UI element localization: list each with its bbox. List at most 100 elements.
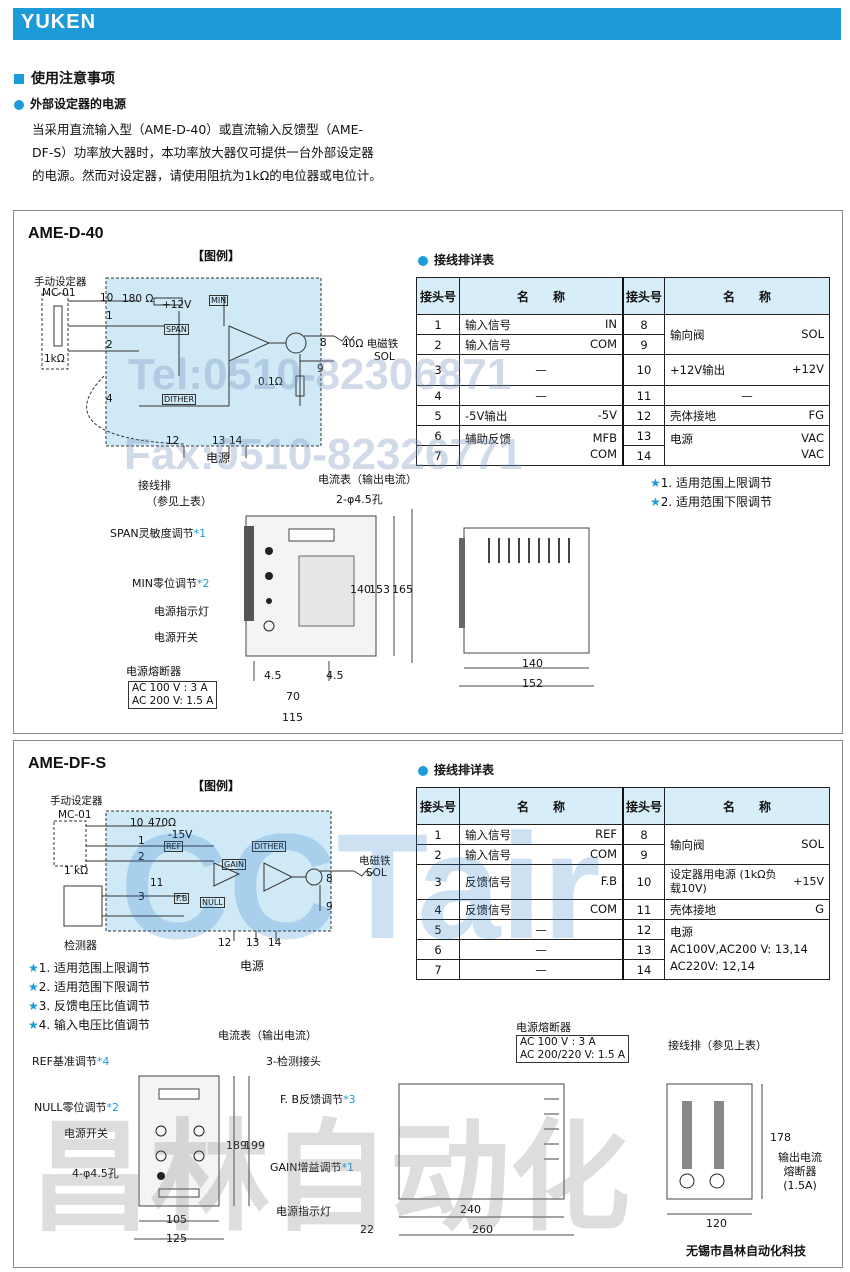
callout: NULL零位调节*2	[34, 1101, 120, 1114]
col-header: 接头号	[416, 277, 460, 315]
schem-label: 8	[320, 337, 327, 349]
callout: 电源开关	[154, 631, 198, 644]
schematic-box	[105, 277, 322, 447]
dim: 22	[360, 1223, 374, 1236]
callout: 电源开关	[64, 1127, 108, 1140]
schem-label: 3	[138, 891, 145, 903]
legend-label: 【图例】	[192, 779, 241, 793]
header-bar: YUKEN	[13, 8, 841, 40]
callout: MIN零位调节*2	[132, 577, 210, 590]
callout: 电源指示灯	[154, 605, 209, 618]
amplifier-symbol	[228, 325, 271, 362]
side-view-d40	[459, 527, 594, 687]
schem-label: 40Ω 电磁铁	[342, 338, 399, 350]
schem-label: SPAN	[164, 324, 189, 335]
callout: GAIN增益调节*1	[270, 1161, 355, 1174]
front-view-dfs	[134, 1075, 250, 1240]
schem-label: 1	[138, 835, 145, 847]
schem-label: 4	[106, 393, 113, 405]
dim: 189	[226, 1139, 247, 1152]
callout: 电源熔断器	[516, 1021, 571, 1034]
schem-label: 1 kΩ	[64, 865, 89, 877]
footer-company: 无锡市昌林自动化科技	[686, 1244, 807, 1258]
table-row: 4—11—	[416, 385, 830, 406]
fuse-holder-icon	[709, 1173, 725, 1189]
resistor-180	[153, 297, 183, 306]
schem-label: 1	[106, 310, 113, 322]
dim: 4.5	[326, 669, 344, 682]
schem-label: 检测器	[64, 939, 97, 952]
schem-label: NULL	[200, 897, 225, 908]
dim: 260	[472, 1223, 493, 1236]
schem-label: 180 Ω	[122, 293, 154, 305]
callout: 4-φ4.5孔	[72, 1167, 119, 1180]
amplifier-symbol	[213, 862, 241, 887]
schem-label: SOL	[366, 867, 387, 879]
panel-title: AME-DF-S	[28, 755, 107, 772]
schem-label: 13	[246, 937, 260, 949]
table-row: 3—10+12V输出+12V	[416, 354, 830, 386]
device-rear	[666, 1083, 753, 1200]
note: ★1. 适用范围上限调节	[650, 476, 773, 490]
schem-label: 9	[317, 363, 324, 375]
schem-label: MC-01	[42, 287, 76, 299]
note: ★2. 适用范围下限调节	[650, 495, 773, 509]
col-header: 接头号	[416, 787, 460, 825]
schem-label: 1kΩ	[44, 353, 65, 365]
col-header: 名 称	[459, 277, 624, 315]
col-header: 名 称	[664, 277, 830, 315]
col-header: 名 称	[459, 787, 624, 825]
dim: 152	[522, 677, 543, 690]
detector-box	[63, 885, 103, 927]
schem-label: 电源	[206, 451, 231, 465]
dim: 153	[369, 583, 390, 596]
callout: 电源指示灯	[276, 1205, 331, 1218]
callout: 输出电流熔断器(1.5A)	[778, 1151, 822, 1192]
callout: 2-φ4.5孔	[336, 493, 383, 506]
schem-label: 470Ω	[148, 817, 177, 829]
device-side	[398, 1083, 565, 1200]
section-title: 使用注意事项	[14, 68, 115, 88]
setter-box	[53, 820, 87, 867]
dim: 120	[706, 1217, 727, 1230]
callout: SPAN灵敏度调节*1	[110, 527, 207, 540]
dim: 115	[282, 711, 303, 724]
note: ★2. 适用范围下限调节	[28, 980, 151, 994]
table-row: 7—14	[416, 959, 830, 980]
setter-box	[41, 293, 69, 370]
fuse-holder-icon	[679, 1173, 695, 1189]
dim: 70	[286, 690, 300, 703]
wiring-table-title: 接线排详表	[418, 251, 494, 268]
schem-label: 14	[268, 937, 282, 949]
yuken-logo: YUKEN	[21, 11, 97, 33]
note: ★3. 反馈电压比值调节	[28, 999, 151, 1013]
schem-label: +12V	[162, 299, 192, 311]
schem-label: F.B	[174, 893, 190, 904]
wiring-table-title: 接线排详表	[418, 761, 494, 778]
terminal-strip	[244, 526, 254, 621]
schematic-dfs	[53, 810, 375, 941]
pot-symbol	[53, 305, 63, 347]
callout: 电流表（输出电流）	[318, 473, 417, 486]
schem-label: GAIN	[222, 859, 247, 870]
panel-title: AME-D-40	[28, 225, 104, 242]
ammeter	[158, 1088, 200, 1100]
callout: 电源熔断器	[126, 665, 181, 678]
schem-label: 13	[212, 435, 226, 447]
callout: （参见上表）	[146, 495, 212, 508]
callout: 接线排（参见上表）	[668, 1039, 767, 1052]
schem-label: 12	[166, 435, 180, 447]
schem-label: 9	[326, 901, 333, 913]
circle-bullet-icon	[14, 99, 24, 110]
dim: 199	[244, 1139, 265, 1152]
